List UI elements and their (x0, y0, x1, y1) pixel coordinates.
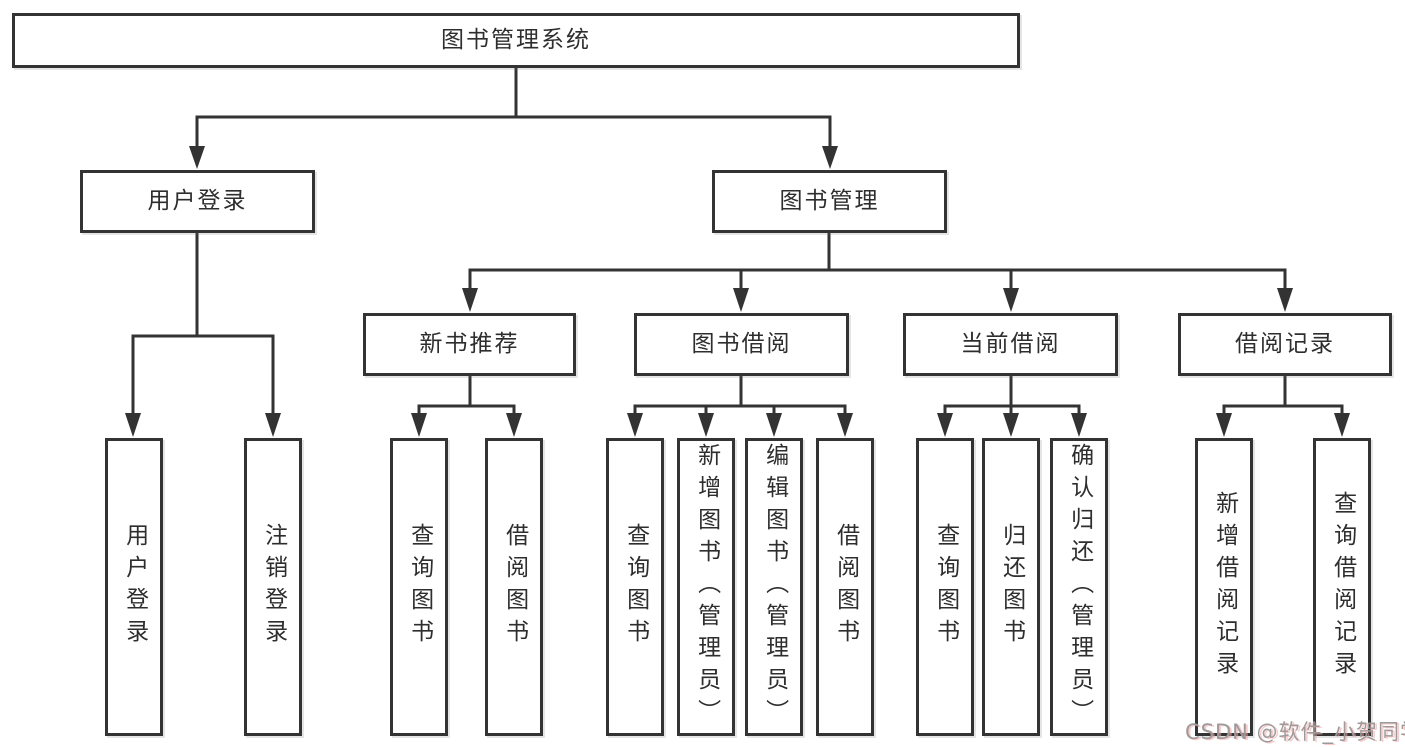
node-label: 新增借阅记录 (1211, 491, 1238, 683)
leaf-return-books: 归还图书 (982, 438, 1040, 736)
leaf-query-books-2: 查询图书 (606, 438, 664, 736)
arrowhead (822, 146, 838, 169)
node-label: 查询图书 (406, 523, 433, 651)
node-label: 查询图书 (622, 523, 649, 651)
connector-book-borrow-branch (633, 374, 847, 418)
leaf-add-borrow-record: 新增借阅记录 (1195, 438, 1253, 736)
node-label: 图书管理系统 (441, 27, 591, 53)
leaf-add-books-admin: 新增图书（管理员） (677, 438, 735, 736)
arrowhead (506, 413, 522, 437)
arrowhead (1071, 413, 1087, 437)
connector-borrow-records-branch (1222, 374, 1344, 418)
node-label: 归还图书 (998, 523, 1025, 651)
leaf-borrow-books-1: 借阅图书 (485, 438, 543, 736)
node-label: 借阅记录 (1235, 331, 1335, 357)
connector-current-borrow-branch (943, 374, 1081, 418)
arrowhead (698, 413, 714, 437)
arrowhead (1277, 288, 1293, 312)
leaf-confirm-return-admin: 确认归还（管理员） (1050, 438, 1108, 736)
leaf-user-login: 用户登录 (105, 438, 163, 736)
node-label: 当前借阅 (960, 331, 1061, 357)
csdn-watermark: CSDN @软件_小贺同学 (1185, 720, 1405, 744)
node-label: 借阅图书 (501, 523, 528, 651)
arrowhead (1334, 413, 1350, 437)
leaf-edit-books-admin: 编辑图书（管理员） (745, 438, 803, 736)
arrowhead (265, 413, 281, 437)
arrowhead (125, 413, 141, 437)
node-new-book-recommend: 新书推荐 (363, 313, 576, 376)
arrowhead (1003, 413, 1019, 437)
leaf-query-borrow-record: 查询借阅记录 (1313, 438, 1371, 736)
node-current-borrowing: 当前借阅 (903, 313, 1118, 376)
node-label: 图书管理 (779, 188, 880, 214)
connector-book-mgmt-branch (468, 231, 1287, 292)
arrowhead (937, 413, 953, 437)
node-label: 新增图书（管理员） (693, 443, 720, 731)
node-book-management: 图书管理 (712, 170, 947, 233)
leaf-logout: 注销登录 (244, 438, 302, 736)
node-label: 图书借阅 (691, 331, 792, 357)
arrowhead (1003, 288, 1019, 312)
connector-user-login-branch (131, 231, 275, 418)
leaf-query-books-3: 查询图书 (916, 438, 974, 736)
connector-root-to-level1 (195, 64, 832, 150)
node-label: 编辑图书（管理员） (761, 443, 788, 731)
node-book-borrowing: 图书借阅 (634, 313, 849, 376)
connector-new-books-branch (417, 374, 516, 418)
node-label: 查询借阅记录 (1329, 491, 1356, 683)
node-label: 用户登录 (147, 188, 248, 214)
node-label: 借阅图书 (832, 523, 859, 651)
node-label: 确认归还（管理员） (1066, 443, 1093, 731)
arrowhead (627, 413, 643, 437)
node-label: 新书推荐 (419, 331, 520, 357)
node-library-system: 图书管理系统 (12, 13, 1020, 68)
node-borrow-records: 借阅记录 (1178, 313, 1392, 376)
arrowhead (1216, 413, 1232, 437)
node-label: 用户登录 (121, 523, 148, 651)
arrowhead (189, 146, 205, 169)
arrowhead (462, 288, 478, 312)
arrowhead (733, 288, 749, 312)
leaf-borrow-books-2: 借阅图书 (816, 438, 874, 736)
arrowhead (411, 413, 427, 437)
arrowhead (837, 413, 853, 437)
node-label: 注销登录 (260, 523, 287, 651)
node-label: 查询图书 (932, 523, 959, 651)
leaf-query-books-1: 查询图书 (390, 438, 448, 736)
arrowhead (766, 413, 782, 437)
node-user-login: 用户登录 (80, 170, 315, 233)
